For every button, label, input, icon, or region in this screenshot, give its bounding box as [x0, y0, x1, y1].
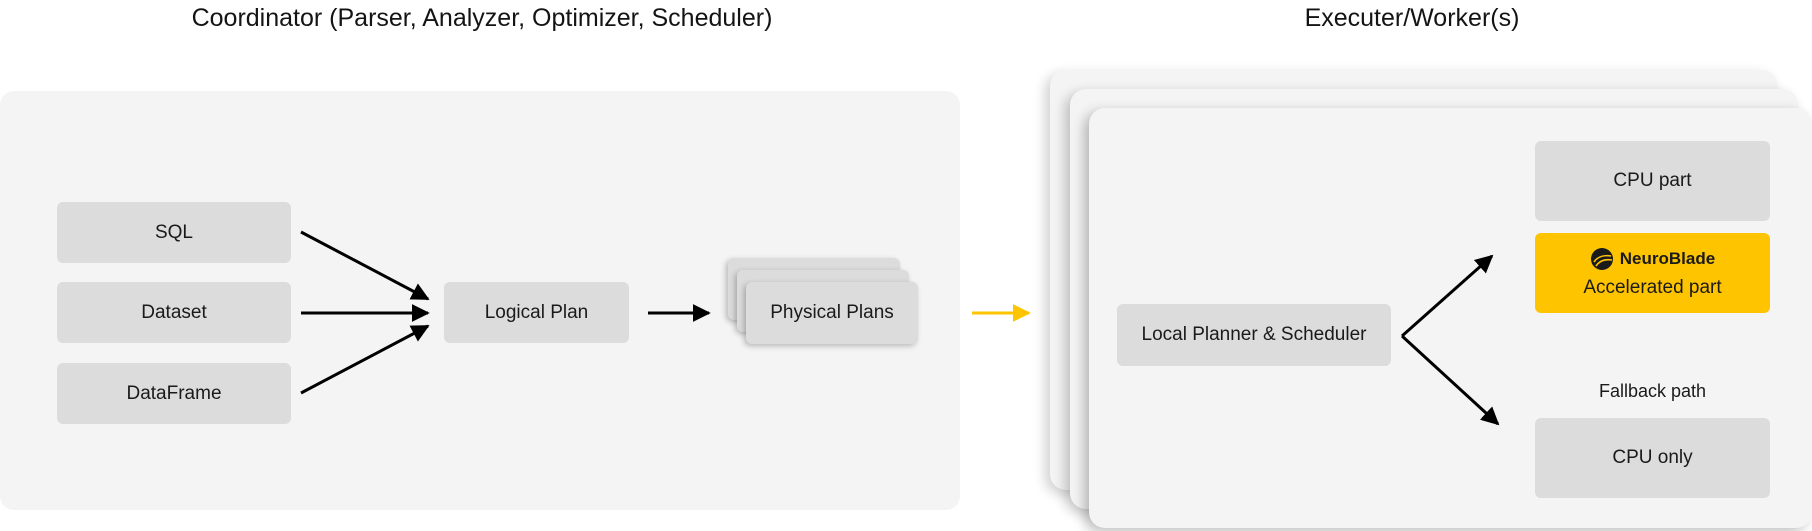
input-dataframe-box: DataFrame — [57, 363, 291, 424]
input-sql-label: SQL — [154, 221, 194, 243]
neuroblade-logo-icon — [1590, 247, 1614, 271]
arrow-dataframe-to-logical — [300, 324, 430, 395]
arrow-planner-to-accelerated — [1401, 254, 1494, 338]
coordinator-title: Coordinator (Parser, Analyzer, Optimizer… — [191, 4, 773, 32]
input-dataset-label: Dataset — [141, 301, 207, 323]
input-sql-box: SQL — [57, 202, 291, 263]
arrow-planner-to-cpu-only — [1400, 334, 1500, 426]
input-dataset-box: Dataset — [57, 282, 291, 343]
neuroblade-brand-text: NeuroBlade — [1619, 249, 1716, 268]
cpu-only-box: CPU only — [1535, 418, 1770, 498]
logical-plan-label: Logical Plan — [484, 301, 589, 323]
fallback-path-caption: Fallback path — [1598, 381, 1707, 401]
cpu-part-label: CPU part — [1613, 170, 1692, 191]
local-planner-box: Local Planner & Scheduler — [1117, 304, 1391, 366]
input-dataframe-label: DataFrame — [126, 382, 222, 404]
cpu-part-box: CPU part — [1535, 141, 1770, 221]
physical-plans-stack: Physical Plans — [728, 258, 918, 344]
neuroblade-brand: NeuroBlade — [1590, 247, 1715, 271]
accelerated-part-label: Accelerated part — [1583, 277, 1722, 298]
executor-title: Executer/Worker(s) — [1304, 4, 1520, 32]
cpu-only-label: CPU only — [1612, 447, 1693, 468]
logical-plan-box: Logical Plan — [444, 282, 629, 343]
physical-plan-card-front: Physical Plans — [746, 282, 918, 344]
physical-plans-label: Physical Plans — [770, 302, 894, 323]
accelerated-part-box: NeuroBlade Accelerated part — [1535, 233, 1770, 313]
local-planner-label: Local Planner & Scheduler — [1141, 324, 1367, 345]
arrow-sql-to-logical — [300, 230, 430, 301]
